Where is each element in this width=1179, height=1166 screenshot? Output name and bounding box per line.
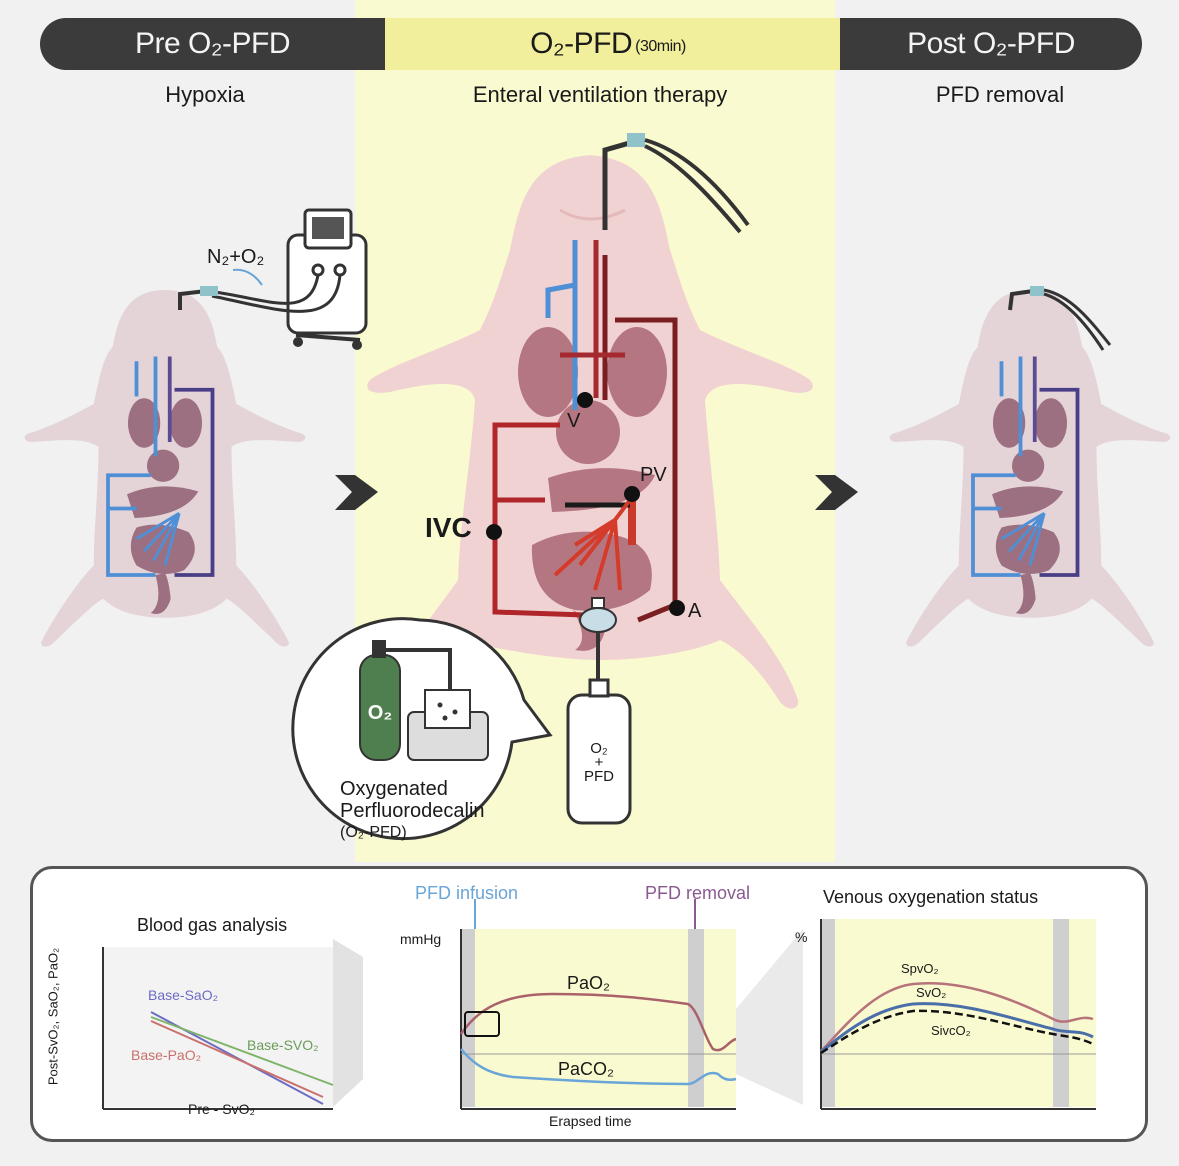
series-sivco2-line <box>820 1009 1094 1055</box>
bag-label-plus: + <box>594 754 604 771</box>
illustration-canvas <box>24 133 1171 841</box>
series-paco2-label: PaCO₂ <box>558 1059 615 1079</box>
time-plot-unit: mmHg <box>400 931 442 947</box>
point-a-label: A <box>688 600 702 622</box>
bag-label-pfd: PFD <box>584 768 614 785</box>
pig-left <box>24 290 306 647</box>
phase-pre-label: Pre O₂-PFD <box>135 27 291 60</box>
series-base-pao2-line <box>150 1020 324 1098</box>
bag-label-o2: O₂ <box>590 740 608 757</box>
pig-center <box>367 133 813 825</box>
arrow-right-icon <box>815 475 858 510</box>
pfd-removal-label: PFD removal <box>645 883 751 903</box>
pig-right <box>889 290 1171 647</box>
blood-gas-ylabel: Post-SvO₂, SaO₂, PaO₂ <box>45 947 61 1086</box>
tank-o2-label: O₂ <box>367 702 393 724</box>
callout-text: Oxygenated Perfluorodecalin (O₂-PFD) <box>340 778 485 844</box>
series-pao2-line <box>459 992 737 1052</box>
series-pao2-label: PaO₂ <box>567 973 611 993</box>
callout-line-1: Oxygenated <box>340 778 448 800</box>
tube-right-icon <box>1008 286 1112 351</box>
series-base-sao2-label: Base-SaO₂ <box>148 987 219 1003</box>
series-svo2-label: SvO₂ <box>916 985 947 1000</box>
phase-during-subtitle: Enteral ventilation therapy <box>472 82 728 107</box>
venous-plot-title: Venous oxygenation status <box>823 887 1039 907</box>
ventilator-icon <box>178 208 368 350</box>
series-base-svo2-label: Base-SVO₂ <box>247 1037 319 1053</box>
phase-pre-tab: Pre O₂-PFD <box>40 18 385 70</box>
oxygenated-pfd-callout <box>291 617 553 841</box>
point-pv-marker <box>624 486 640 502</box>
bag-label: O₂ + PFD <box>568 740 630 785</box>
series-base-pao2-label: Base-PaO₂ <box>131 1047 202 1063</box>
phase-during-label: O₂-PFD <box>530 27 633 60</box>
point-ivc-label: IVC <box>425 512 472 543</box>
callout-line-3: (O₂-PFD) <box>340 824 407 841</box>
arrow-right-icon <box>335 475 378 510</box>
point-pv-label: PV <box>640 464 667 486</box>
results-charts <box>102 899 1096 1110</box>
point-v-label: V <box>567 410 581 432</box>
series-sivco2-label: SivcO₂ <box>931 1023 971 1038</box>
series-spvo2-line <box>820 982 1094 1052</box>
series-base-svo2-line <box>150 1016 334 1086</box>
phase-during-duration: (30min) <box>635 38 686 55</box>
phase-pre-subtitle: Hypoxia <box>165 82 245 107</box>
time-plot-xlabel: Erapsed time <box>549 1113 632 1129</box>
point-ivc-marker <box>486 524 502 540</box>
gas-mixture-label: N₂+O₂ <box>207 246 265 268</box>
phase-post-subtitle: PFD removal <box>935 82 1065 107</box>
point-v-marker <box>577 392 593 408</box>
blood-gas-xlabel: Pre - SvO₂ <box>188 1101 255 1117</box>
phase-during-tab: O₂-PFD (30min) <box>352 18 864 70</box>
series-paco2-line <box>460 1048 737 1086</box>
phase-post-label: Post O₂-PFD <box>907 27 1075 60</box>
point-a-marker <box>669 600 685 616</box>
series-spvo2-label: SpvO₂ <box>901 961 939 976</box>
callout-line-2: Perfluorodecalin <box>340 800 485 822</box>
blood-gas-title: Blood gas analysis <box>137 915 288 935</box>
venous-plot-unit: % <box>795 929 808 945</box>
phase-post-tab: Post O₂-PFD <box>840 18 1142 70</box>
series-svo2-line <box>820 1002 1094 1054</box>
results-panel: Blood gas analysis Post-SvO₂, SaO₂, PaO₂… <box>30 866 1148 1142</box>
pfd-infusion-label: PFD infusion <box>415 883 519 903</box>
